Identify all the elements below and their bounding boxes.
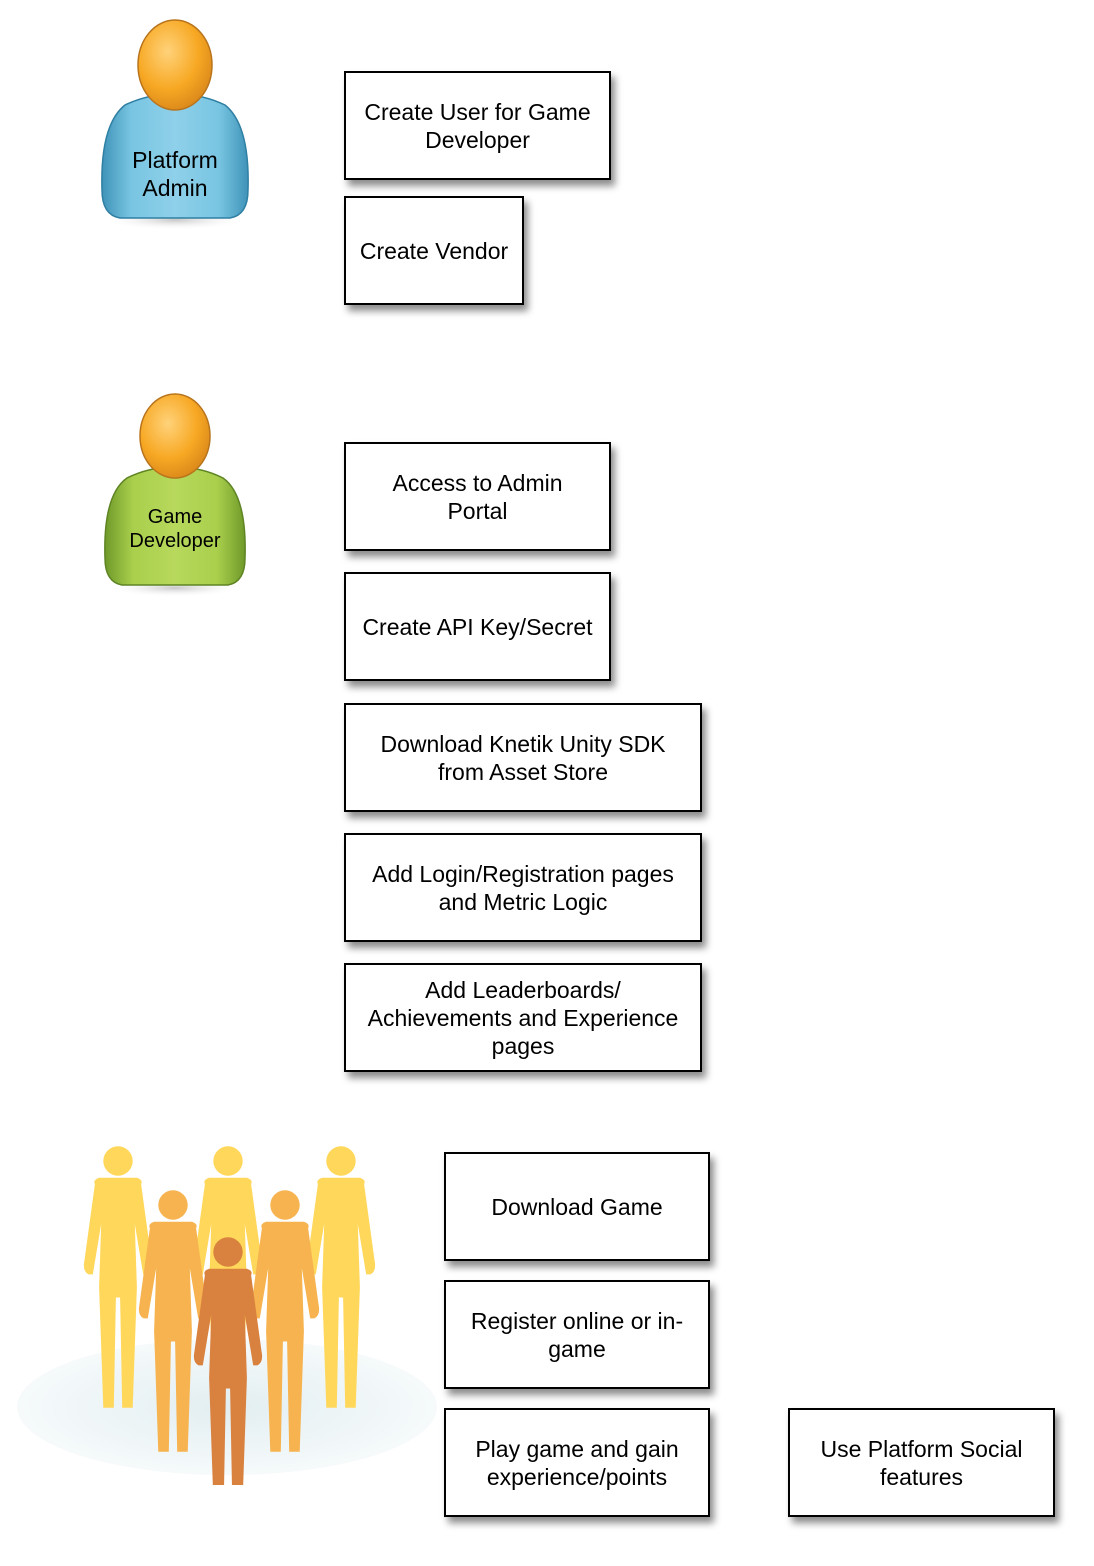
play-game-label: Play game and gain experience/points <box>475 1435 679 1490</box>
game-developer-label: Game Developer <box>129 506 221 552</box>
add-login-label: Add Login/Registration pages and Metric … <box>372 860 674 915</box>
social-features-label: Use Platform Social features <box>820 1435 1023 1490</box>
add-leaderboards-step: Add Leaderboards/ Achievements and Exper… <box>344 963 702 1072</box>
create-api-key-label: Create API Key/Secret <box>362 613 593 640</box>
create-api-key-step: Create API Key/Secret <box>344 572 611 681</box>
platform-admin-actor: Platform Admin <box>90 15 260 235</box>
register-step: Register online or in- game <box>444 1280 710 1389</box>
download-sdk-label: Download Knetik Unity SDK from Asset Sto… <box>380 730 666 785</box>
person-icon <box>104 393 246 597</box>
players-crowd <box>15 1135 445 1499</box>
create-vendor-step: Create Vendor <box>344 196 524 305</box>
download-sdk-step: Download Knetik Unity SDK from Asset Sto… <box>344 703 702 812</box>
download-game-step: Download Game <box>444 1152 710 1261</box>
download-game-label: Download Game <box>491 1193 663 1220</box>
game-developer-actor: Game Developer <box>95 390 255 600</box>
access-portal-label: Access to Admin Portal <box>392 469 563 524</box>
create-user-label: Create User for Game Developer <box>364 98 591 153</box>
social-features-step: Use Platform Social features <box>788 1408 1055 1517</box>
person-icon <box>101 19 249 230</box>
add-leaderboards-label: Add Leaderboards/ Achievements and Exper… <box>367 976 679 1059</box>
group-of-people-icon <box>17 1146 437 1499</box>
play-game-step: Play game and gain experience/points <box>444 1408 710 1517</box>
platform-admin-label: Platform Admin <box>132 147 218 201</box>
register-label: Register online or in- game <box>470 1307 684 1362</box>
create-vendor-label: Create Vendor <box>359 237 509 264</box>
access-portal-step: Access to Admin Portal <box>344 442 611 551</box>
create-user-step: Create User for Game Developer <box>344 71 611 180</box>
add-login-step: Add Login/Registration pages and Metric … <box>344 833 702 942</box>
